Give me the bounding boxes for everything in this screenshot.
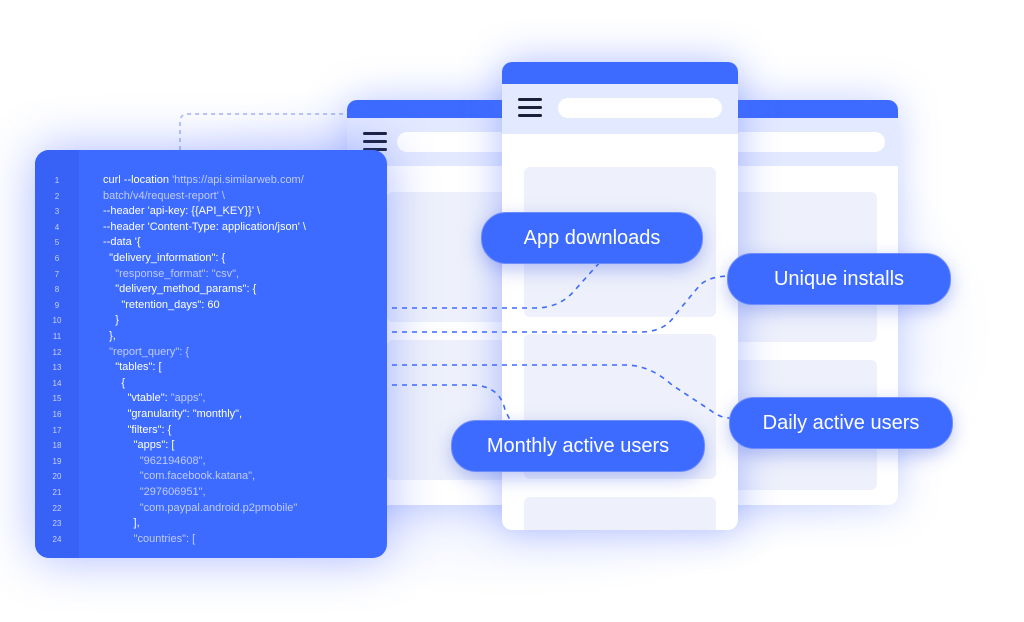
line-number: 8 (54, 285, 60, 295)
line-number: 22 (52, 503, 62, 513)
code-line: "granularity": "monthly", (103, 408, 242, 420)
code-text: } (103, 314, 119, 327)
code-line: { (103, 377, 125, 389)
line-number: 5 (54, 238, 60, 248)
code-line: "retention_days": 60 (103, 298, 220, 311)
code-line: "delivery_information": { (103, 252, 225, 264)
code-text-muted: "apps", (170, 392, 206, 405)
line-number: 23 (52, 519, 62, 529)
code-text: "apps": [ (103, 439, 175, 452)
menu-icon[interactable] (518, 98, 542, 117)
code-line: "297606951", (103, 486, 206, 498)
line-number: 16 (52, 410, 62, 419)
line-number: 2 (54, 191, 60, 201)
code-text: curl --location (103, 174, 173, 186)
line-number: 14 (52, 378, 62, 388)
pill-unique-installs[interactable]: Unique installs (727, 253, 951, 305)
code-text-muted: batch/v4/request-report' \ (103, 189, 225, 202)
code-text: "delivery_information": { (103, 252, 226, 264)
line-number: 1 (54, 176, 60, 185)
window-top-bar (502, 62, 738, 84)
code-text: ], (103, 517, 140, 530)
code-snippet-panel: 1 curl --location 'https://api.similarweb… (35, 150, 387, 558)
code-line: } (103, 314, 119, 326)
code-line: --header 'api-key: {{API_KEY}}' \ (103, 205, 260, 217)
code-line: batch/v4/request-report' \ (103, 190, 225, 202)
line-number: 4 (54, 222, 60, 232)
code-text: --header 'Content-Type: application/json… (103, 220, 306, 233)
line-number: 17 (52, 425, 62, 435)
code-line: "countries": [ (103, 532, 196, 545)
code-text-muted: "com.facebook.katana", (139, 470, 256, 483)
code-text-muted: "297606951", (139, 486, 206, 498)
code-text: "tables": [ (103, 361, 162, 374)
pill-monthly-active-users[interactable]: Monthly active users (451, 420, 705, 472)
code-text-muted: "response_format": "csv", (115, 267, 240, 280)
code-text: "retention_days": 60 (103, 298, 220, 311)
code-line: "delivery_method_params": { (103, 283, 256, 295)
code-text: "granularity": "monthly", (103, 408, 243, 420)
line-number: 15 (52, 394, 62, 404)
window-top-bar (347, 100, 547, 118)
line-number: 21 (52, 488, 62, 497)
code-text: { (103, 376, 126, 389)
code-line: "vtable": "apps", (103, 392, 205, 404)
window-top-bar (705, 100, 898, 118)
content-card (524, 497, 716, 530)
code-line: "response_format": "csv", (103, 268, 239, 280)
line-number: 11 (52, 332, 62, 341)
code-line: "962194608", (103, 455, 206, 467)
pill-daily-active-users[interactable]: Daily active users (729, 397, 953, 449)
code-text: --header 'api-key: {{API_KEY}}' \ (103, 205, 261, 218)
code-line: "filters": { (103, 424, 171, 436)
code-line: "com.paypal.android.p2pmobile" (103, 501, 298, 514)
code-line: "report_query": { (103, 346, 189, 358)
line-number: 6 (54, 254, 60, 263)
code-text: "delivery_method_params": { (103, 283, 257, 296)
line-number: 18 (52, 441, 62, 451)
line-number: 24 (52, 534, 62, 544)
code-text-muted: "962194608", (139, 454, 206, 467)
line-number: 9 (54, 300, 60, 310)
line-number: 3 (54, 207, 60, 217)
code-text: "vtable": (103, 392, 171, 405)
code-text-muted: "com.paypal.android.p2pmobile" (139, 501, 298, 514)
line-number: 20 (52, 472, 62, 482)
line-number: 10 (52, 316, 62, 326)
code-line: }, (103, 330, 116, 342)
address-input[interactable] (725, 132, 885, 152)
line-number: 13 (52, 363, 62, 373)
code-text: --data '{ (103, 236, 141, 249)
window-address-area (502, 84, 738, 134)
line-number-gutter (35, 150, 79, 558)
code-text: "filters": { (103, 423, 172, 436)
code-line: "apps": [ (103, 439, 175, 452)
code-text-muted: "report_query": { (109, 345, 190, 358)
code-line: --data '{ (103, 236, 141, 248)
code-text-muted: 'https://api.similarweb.com/ (172, 174, 304, 186)
code-line: curl --location 'https://api.similarweb.… (103, 174, 304, 186)
line-number: 12 (52, 347, 62, 357)
code-text: }, (103, 330, 116, 342)
code-line: "com.facebook.katana", (103, 470, 255, 482)
pill-app-downloads[interactable]: App downloads (481, 212, 703, 264)
line-number: 19 (52, 456, 62, 466)
address-input[interactable] (558, 98, 722, 118)
code-line: --header 'Content-Type: application/json… (103, 221, 306, 233)
code-line: ], (103, 517, 140, 529)
menu-icon[interactable] (363, 132, 387, 151)
line-number: 7 (54, 269, 60, 279)
code-line: "tables": [ (103, 361, 162, 374)
code-text-muted: "countries": [ (133, 532, 196, 545)
